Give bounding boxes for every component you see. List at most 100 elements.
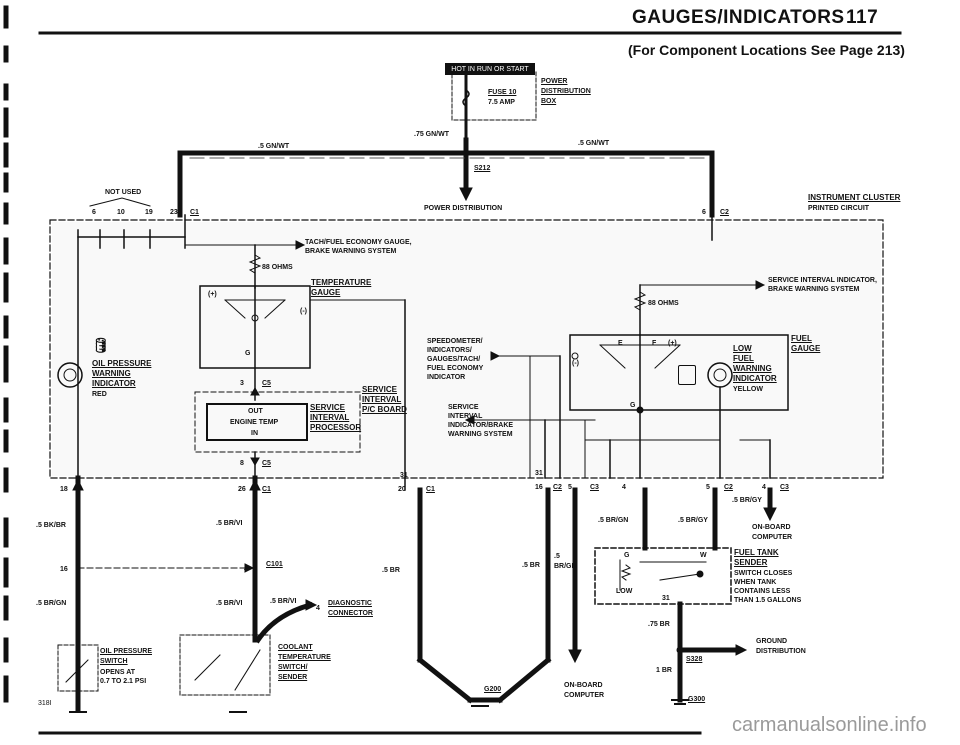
pin-23: 23 [170, 209, 178, 216]
pin-16: 16 [535, 484, 543, 491]
tach-label-2: BRAKE WARNING SYSTEM [305, 248, 397, 255]
svc-board-3: P/C BOARD [362, 405, 407, 414]
svc-warning-4: WARNING SYSTEM [448, 431, 513, 438]
pin-19: 19 [145, 209, 153, 216]
svc-warning-2: INTERVAL [448, 413, 483, 420]
pin-6-right: 6 [702, 209, 706, 216]
ground-distribution-1: GROUND [756, 638, 788, 645]
processor-1: SERVICE [310, 403, 345, 412]
onboard-computer-3: ON-BOARD [564, 682, 603, 689]
coolant-switch-3: SWITCH/ [278, 664, 308, 671]
temperature-gauge-2: GAUGE [311, 288, 341, 297]
fuel-pump-icon [678, 365, 696, 385]
ground-g200: G200 [484, 686, 502, 693]
ohms-left: 88 OHMS [262, 264, 293, 271]
wire-5: .5 [554, 553, 560, 560]
figure-code: 318I [38, 700, 52, 707]
pin-31-b: 31 [535, 470, 543, 477]
sender-low: LOW [616, 588, 633, 595]
fuel-tank-sender-3: SWITCH CLOSES [734, 570, 793, 577]
service-interval-indicator-1: SERVICE INTERVAL INDICATOR, [768, 277, 877, 284]
pin-6: 6 [92, 209, 96, 216]
temp-g: G [245, 350, 251, 357]
oil-pressure-switch-1: OIL PRESSURE [100, 648, 152, 655]
low-fuel-3: WARNING [733, 364, 772, 373]
wire-br-vi-2: .5 BR/VI [216, 600, 243, 607]
svc-board-2: INTERVAL [362, 395, 402, 404]
coolant-switch-2: TEMPERATURE [278, 654, 331, 661]
pin-5-b: 5 [706, 484, 710, 491]
splice-s212: S212 [474, 165, 491, 172]
connector-c5-top: C5 [262, 380, 271, 387]
sender-w: W [700, 552, 707, 559]
fuel-tank-sender-2: SENDER [734, 558, 768, 567]
not-used-label: NOT USED [105, 189, 142, 196]
oil-warning-2: WARNING [92, 369, 131, 378]
fuse-label: FUSE 10 [488, 89, 517, 96]
wire-br: .5 BR [382, 567, 400, 574]
fuel-f: F [652, 340, 657, 347]
connector-c2: C2 [553, 484, 562, 491]
fuel-tank-sender-1: FUEL TANK [734, 548, 779, 557]
connector-c1-b: C1 [426, 486, 435, 493]
connector-c3-b: C3 [780, 484, 789, 491]
wire-br-vi: .5 BR/VI [216, 520, 243, 527]
page-number: 117 [846, 7, 879, 28]
processor-2: INTERVAL [310, 413, 350, 422]
processor-in: IN [251, 430, 258, 437]
fuel-gauge-1: FUEL [791, 334, 812, 343]
wire-br-gn-l: .5 BR/GN [36, 600, 67, 607]
pin-3: 3 [240, 380, 244, 387]
instrument-cluster-title: INSTRUMENT CLUSTER [808, 193, 901, 202]
watermark: carmanualsonline.info [732, 714, 927, 736]
instrument-cluster-subtitle: PRINTED CIRCUIT [808, 205, 870, 212]
coolant-switch-1: COOLANT [278, 644, 313, 651]
pin-10: 10 [117, 209, 125, 216]
service-interval-indicator-2: BRAKE WARNING SYSTEM [768, 286, 860, 293]
power-box-line1: POWER [541, 78, 568, 85]
tach-label-1: TACH/FUEL ECONOMY GAUGE, [305, 239, 412, 246]
speedo-3: GAUGES/TACH/ [427, 356, 481, 363]
oil-can-icon: 🛢︎ [92, 337, 110, 353]
fuel-tank-sender-6: THAN 1.5 GALLONS [734, 597, 802, 604]
connector-c2-top: C2 [720, 209, 729, 216]
fuel-tank-sender-5: CONTAINS LESS [734, 588, 791, 595]
fuel-g: G [630, 402, 636, 409]
wire-br-gy: .5 BR/GY [678, 517, 708, 524]
low-fuel-1: LOW [733, 344, 752, 353]
power-box-line2: DISTRIBUTION [541, 88, 591, 95]
wire-br-gn-r: .5 BR/GN [598, 517, 629, 524]
splice-s328: S328 [686, 656, 703, 663]
svc-warning-3: INDICATOR/BRAKE [448, 422, 514, 429]
temp-plus: (+) [208, 291, 217, 298]
onboard-computer-1: ON-BOARD [752, 524, 791, 531]
fuel-e: E [618, 340, 623, 347]
pin-4-a: 4 [622, 484, 626, 491]
connector-c3: C3 [590, 484, 599, 491]
ground-distribution-2: DISTRIBUTION [756, 648, 806, 655]
sender-31: 31 [662, 595, 670, 602]
wire-br-gn-c: BR/GN [554, 563, 577, 570]
fuel-minus: (-) [572, 360, 579, 367]
fuel-gauge-2: GAUGE [791, 344, 821, 353]
wire-75-br: .75 BR [648, 621, 670, 628]
wire-br-vi-3: .5 BR/VI [270, 598, 297, 605]
low-fuel-color: YELLOW [733, 386, 763, 393]
wire-br-gy-2: .5 BR/GY [732, 497, 762, 504]
oil-warning-3: INDICATOR [92, 379, 136, 388]
connector-c1-top: C1 [190, 209, 199, 216]
onboard-computer-4: COMPUTER [564, 692, 605, 699]
oil-pressure-switch-3: OPENS AT [100, 669, 136, 676]
pin-26: 26 [238, 486, 246, 493]
pin-4-c: 4 [244, 566, 248, 573]
wire-br-2: .5 BR [522, 562, 540, 569]
fuse-amp: 7.5 AMP [488, 99, 515, 106]
diagnostic-connector-1: DIAGNOSTIC [328, 600, 372, 607]
page-title: GAUGES/INDICATORS [632, 7, 845, 28]
connector-c2-b: C2 [724, 484, 733, 491]
pin-16-b: 16 [60, 566, 68, 573]
wire-1-br: 1 BR [656, 667, 672, 674]
pin-18: 18 [60, 486, 68, 493]
power-box-line3: BOX [541, 98, 557, 105]
